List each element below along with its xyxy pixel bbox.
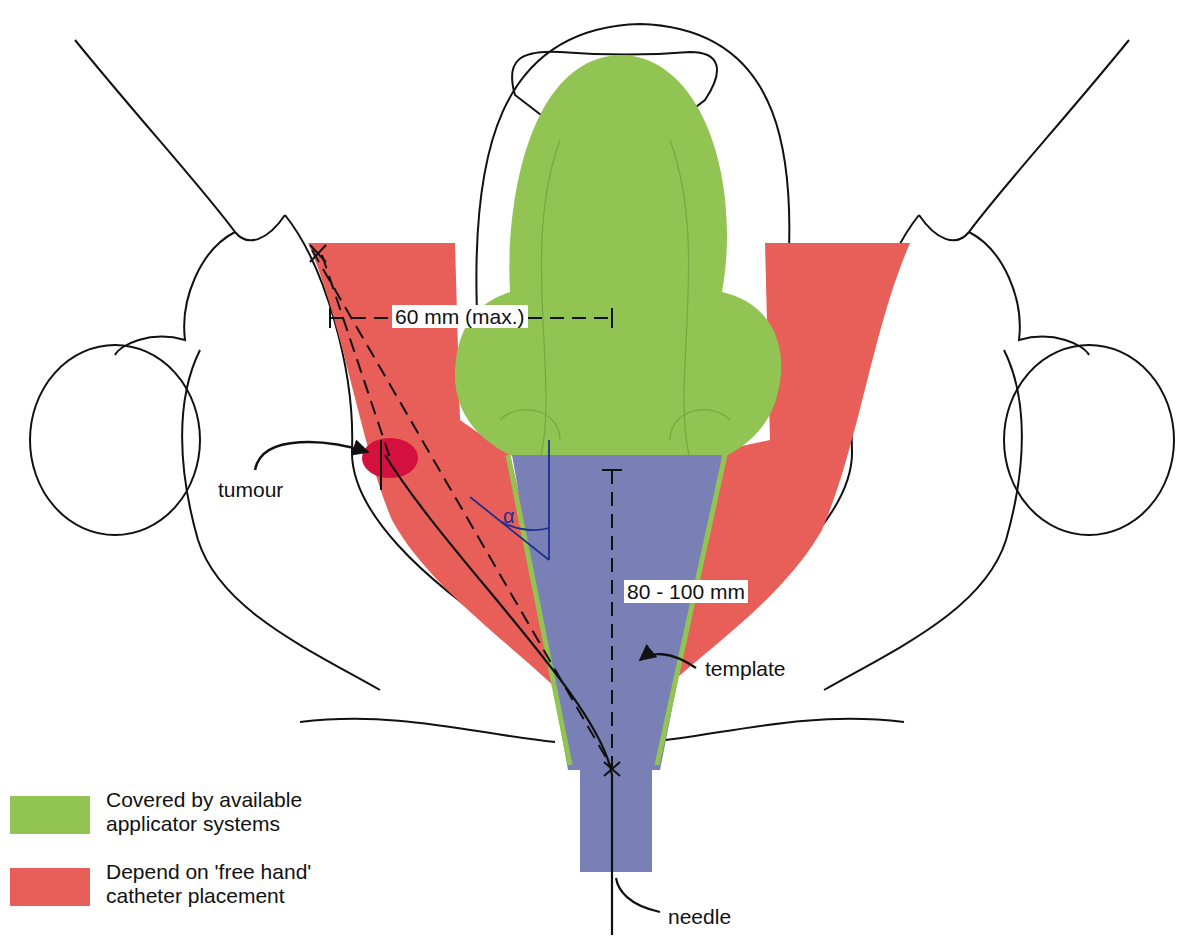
legend-swatch [10,796,90,834]
angle-marker [470,440,549,560]
tumour [362,438,418,478]
dimension-label: 80 - 100 mm [624,580,748,603]
part-label: needle [668,905,731,928]
legend-text: Covered by available applicator systems [106,788,356,836]
applicator-region [455,55,781,470]
angle-symbol: α [503,505,515,527]
part-label: template [702,657,789,680]
part-label: tumour [218,478,283,501]
needle [385,455,612,935]
dimension-label: 60 mm (max.) [392,305,528,328]
template [512,455,722,872]
legend-text: Depend on 'free hand' catheter placement [106,860,356,908]
legend-swatch [10,868,90,906]
